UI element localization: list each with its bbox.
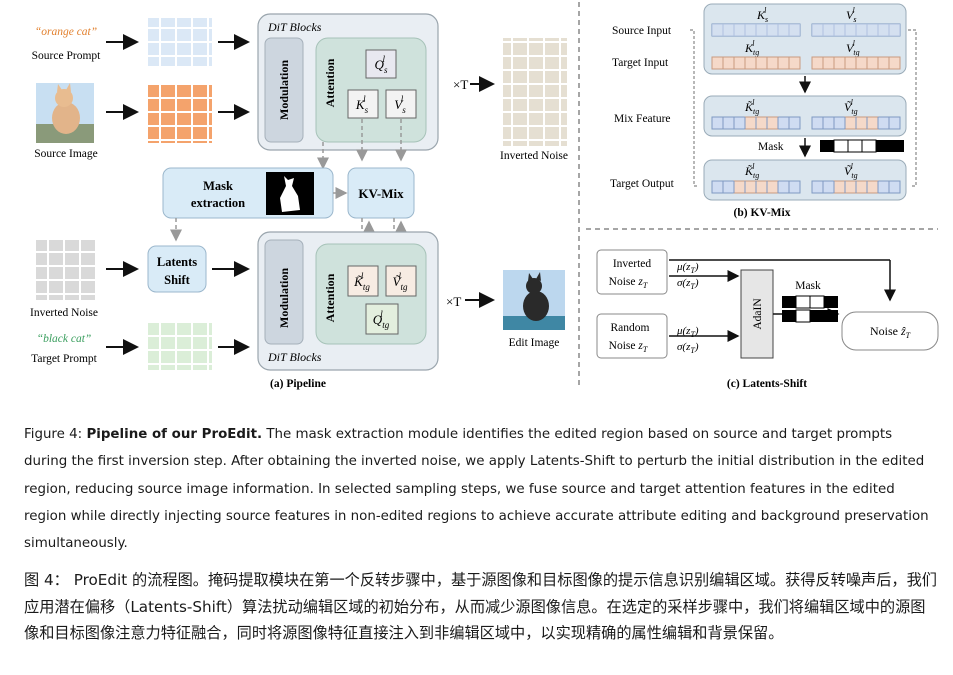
target-prompt-embedding-grid	[148, 322, 212, 370]
kv-target-output-label: Target Output	[610, 178, 675, 190]
source-image-latent-grid	[148, 83, 212, 143]
kvmix-subcaption: (b) KV-Mix	[734, 207, 791, 219]
kv-mix-label: KV-Mix	[358, 186, 404, 201]
kv-output-tokens	[711, 180, 901, 194]
kv-source-tokens	[711, 23, 901, 37]
latents-subcaption: (c) Latents-Shift	[727, 378, 807, 390]
pipeline-subcaption: (a) Pipeline	[270, 378, 326, 390]
kv-target-tokens	[711, 56, 901, 70]
kv-target-input-label: Target Input	[612, 57, 669, 69]
figure: “orange cat” Source Prompt Source Image …	[30, 2, 939, 390]
edit-image-label: Edit Image	[509, 337, 560, 349]
kv-mix-feature-label: Mix Feature	[614, 113, 671, 125]
dit-bottom-label: DiT Blocks	[267, 350, 322, 364]
inverted-noise-label-top: Inverted Noise	[500, 150, 568, 162]
inverted-noise-grid-top	[503, 38, 567, 146]
svg-text:Inverted: Inverted	[613, 258, 652, 270]
q-target-box	[365, 303, 399, 335]
v-target-box	[385, 265, 417, 297]
svg-text:Qsl: Qsl	[375, 54, 388, 75]
kv-output-box	[703, 159, 907, 201]
times-t-top: ×T	[453, 77, 468, 92]
source-prompt-embedding-grid	[148, 18, 212, 66]
k-source-box	[347, 89, 379, 119]
svg-text:Ksl: Ksl	[355, 94, 369, 115]
k-target-box	[347, 265, 379, 297]
caption-body: The mask extraction module identifies th…	[24, 427, 929, 552]
figure-caption-en: Figure 4: Pipeline of our ProEdit. The m…	[24, 421, 939, 557]
dit-top-label: DiT Blocks	[267, 20, 322, 34]
inverted-noise-grid-left	[36, 240, 96, 300]
latents-shift-box	[147, 245, 207, 293]
caption-prefix: Figure 4:	[24, 427, 87, 442]
source-prompt-label: Source Prompt	[32, 50, 101, 62]
svg-text:extraction: extraction	[191, 196, 245, 210]
svg-text:Noise ẑT: Noise ẑT	[870, 324, 911, 340]
inverted-noise-label-left: Inverted Noise	[30, 307, 98, 319]
modulation-label-top: Modulation	[277, 60, 291, 120]
svg-text:Mask: Mask	[203, 179, 233, 193]
figure-caption-zh: 图 4： ProEdit 的流程图。掩码提取模块在第一个反转步骤中，基于源图像和…	[24, 571, 937, 642]
modulation-box-bottom	[264, 239, 304, 345]
svg-text:Noise zT: Noise zT	[609, 276, 648, 290]
svg-text:μ(zT): μ(zT)	[676, 261, 699, 275]
q-source-box	[365, 49, 397, 79]
svg-text:Latents: Latents	[157, 255, 197, 269]
noise-output-box	[841, 311, 939, 351]
caption-title: Pipeline of our ProEdit.	[86, 427, 263, 442]
kv-mask-label: Mask	[758, 141, 784, 153]
target-prompt-quote: “black cat”	[37, 333, 92, 345]
svg-text:σ(zT): σ(zT)	[677, 277, 699, 291]
target-prompt-label: Target Prompt	[31, 353, 98, 365]
svg-text:μ(zT): μ(zT)	[676, 325, 699, 339]
kv-mask-strip	[820, 139, 904, 153]
attention-label-bottom: Attention	[323, 273, 337, 322]
svg-text:Noise zT: Noise zT	[609, 340, 648, 354]
kv-source-input-label: Source Input	[612, 25, 672, 37]
inverted-noise-box	[596, 249, 668, 295]
edit-image	[503, 270, 565, 330]
latents-mask-label: Mask	[795, 280, 821, 292]
kv-mix-box	[347, 167, 415, 219]
svg-text:Ksl: Ksl	[756, 6, 768, 24]
random-noise-box	[596, 313, 668, 359]
svg-text:Vsl: Vsl	[846, 6, 856, 24]
adain-label: AdaIN	[752, 298, 764, 330]
v-source-box	[385, 89, 417, 119]
adain-box	[740, 269, 774, 359]
source-image	[36, 83, 94, 143]
kv-mix-tokens	[711, 116, 901, 130]
svg-text:Random: Random	[611, 322, 650, 334]
pipeline-figure: “orange cat” Source Prompt Source Image …	[30, 2, 939, 390]
kv-mix-feature-box	[703, 95, 907, 137]
source-image-label: Source Image	[34, 148, 98, 160]
latents-mask-grid	[782, 295, 838, 323]
attention-label-top: Attention	[323, 58, 337, 107]
svg-text:σ(zT): σ(zT)	[677, 341, 699, 355]
source-prompt-quote: “orange cat”	[35, 26, 97, 38]
times-t-bottom: ×T	[446, 294, 461, 309]
svg-text:Shift: Shift	[164, 273, 191, 287]
svg-text:Vsl: Vsl	[394, 94, 406, 115]
modulation-label-bottom: Modulation	[277, 268, 291, 328]
modulation-box-top	[264, 37, 304, 143]
